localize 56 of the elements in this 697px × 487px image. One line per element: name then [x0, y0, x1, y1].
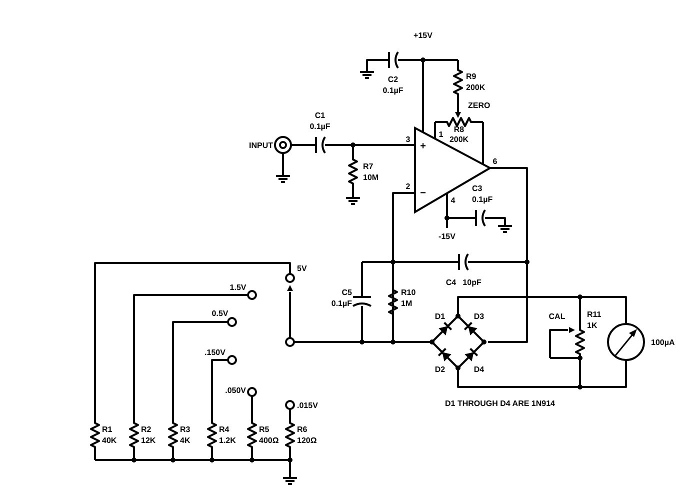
component-label: R1	[102, 424, 112, 434]
input-label: INPUT	[249, 140, 273, 150]
pin-number: 3	[406, 134, 410, 144]
value-label: 12K	[141, 436, 156, 444]
component-label: R2	[141, 424, 152, 434]
control-label: CAL	[548, 312, 566, 320]
component-label: C3	[472, 184, 482, 192]
component-label: C4	[446, 278, 456, 286]
control-label: ZERO	[468, 100, 490, 110]
value-label: 1K	[587, 320, 598, 330]
note: D1 THROUGH D4 ARE 1N914	[445, 398, 555, 408]
voltage-label: .015V	[297, 400, 318, 410]
component-label: R6	[297, 424, 308, 434]
input-polarity-sign: +	[420, 142, 426, 150]
pin-number: 6	[492, 156, 498, 166]
voltage-label: 1.5V	[230, 282, 246, 292]
component-label: C5	[342, 288, 352, 296]
value-label: 1M	[401, 298, 412, 308]
voltage-label: -15V	[438, 232, 456, 240]
pin-number: 1	[438, 130, 444, 138]
value-label: 0.1µF	[331, 298, 352, 308]
value-label: 4K	[180, 436, 190, 444]
component-label: R9	[466, 72, 476, 80]
component-label: R3	[180, 424, 190, 434]
value-label: 0.1µF	[382, 86, 404, 94]
voltage-label: .150V	[204, 348, 226, 356]
voltage-label: 0.5V	[212, 308, 228, 318]
voltage-label: 5V	[297, 264, 307, 272]
component-label: C1	[314, 110, 326, 120]
value-label: 0.1µF	[310, 122, 330, 130]
value-label: 0.1µF	[472, 194, 493, 204]
component-label: R10	[401, 288, 416, 296]
component-label: R11	[587, 310, 602, 318]
component-label: R4	[219, 424, 230, 434]
value-label: 400Ω	[259, 436, 279, 444]
pin-number: 2	[406, 182, 410, 190]
component-label: D1	[434, 312, 446, 320]
meter-range-label: 100µA	[651, 338, 675, 346]
component-label: R5	[259, 424, 270, 434]
value-label: 40K	[102, 436, 117, 444]
value-label: 120Ω	[297, 436, 317, 444]
component-label: C2	[388, 74, 398, 84]
value-label: 200K	[449, 134, 469, 144]
value-label: 1.2K	[219, 436, 236, 444]
component-label: R7	[363, 162, 374, 170]
component-label: R8	[454, 124, 464, 134]
pin-number: 4	[450, 196, 456, 204]
value-label: 10pF	[462, 278, 482, 286]
component-label: D4	[474, 364, 484, 374]
voltage-label: +15V	[414, 30, 432, 40]
value-label: 10M	[363, 172, 379, 182]
input-polarity-sign: −	[420, 188, 426, 198]
component-label: D3	[474, 312, 484, 320]
component-label: D2	[434, 364, 446, 374]
voltage-label: .050V	[225, 386, 246, 394]
value-label: 200K	[466, 82, 486, 92]
